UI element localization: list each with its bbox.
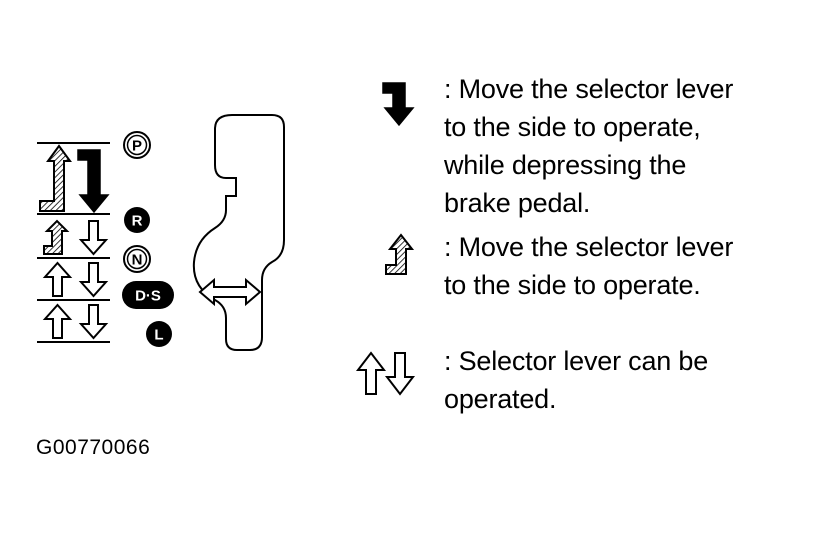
legend-text-solid-arrow: : Move the selector lever to the side to… <box>444 74 734 218</box>
gate-dividers <box>37 142 110 343</box>
gear-r-badge: R <box>124 207 150 233</box>
legend-solid-bent-down-arrow-icon <box>382 82 415 127</box>
gear-p-badge: P <box>123 131 151 159</box>
figure-id: G00770066 <box>36 436 151 459</box>
gear-l-label: L <box>154 327 163 344</box>
gear-l-badge: L <box>146 321 172 347</box>
outline-down-arrow-icon <box>78 220 109 256</box>
hatched-bent-up-arrow-icon <box>39 144 72 212</box>
legend-hatched-bent-up-arrow-icon <box>385 233 415 275</box>
outline-down-arrow-icon <box>78 304 109 340</box>
gear-n-label: N <box>132 252 143 269</box>
legend-text-outline-arrows: : Selector lever can be operated. <box>444 346 709 414</box>
outline-up-arrow-icon <box>42 303 73 339</box>
gear-ds-badge: D·S <box>122 281 174 309</box>
horizontal-double-arrow-icon <box>198 277 262 307</box>
hatched-bent-up-arrow-icon <box>43 219 70 255</box>
gear-ds-label: D·S <box>135 288 161 305</box>
legend-outline-down-arrow-icon <box>384 352 416 396</box>
selector-gate-outline <box>192 114 285 351</box>
gear-r-label: R <box>132 213 143 230</box>
outline-down-arrow-icon <box>78 262 109 298</box>
gear-p-label: P <box>132 138 142 155</box>
legend-outline-up-arrow-icon <box>355 351 387 395</box>
outline-up-arrow-icon <box>42 261 73 297</box>
gear-n-badge: N <box>123 245 151 273</box>
solid-bent-down-arrow-icon <box>77 149 110 214</box>
legend-text-hatched-arrow: : Move the selector lever to the side to… <box>444 232 734 300</box>
